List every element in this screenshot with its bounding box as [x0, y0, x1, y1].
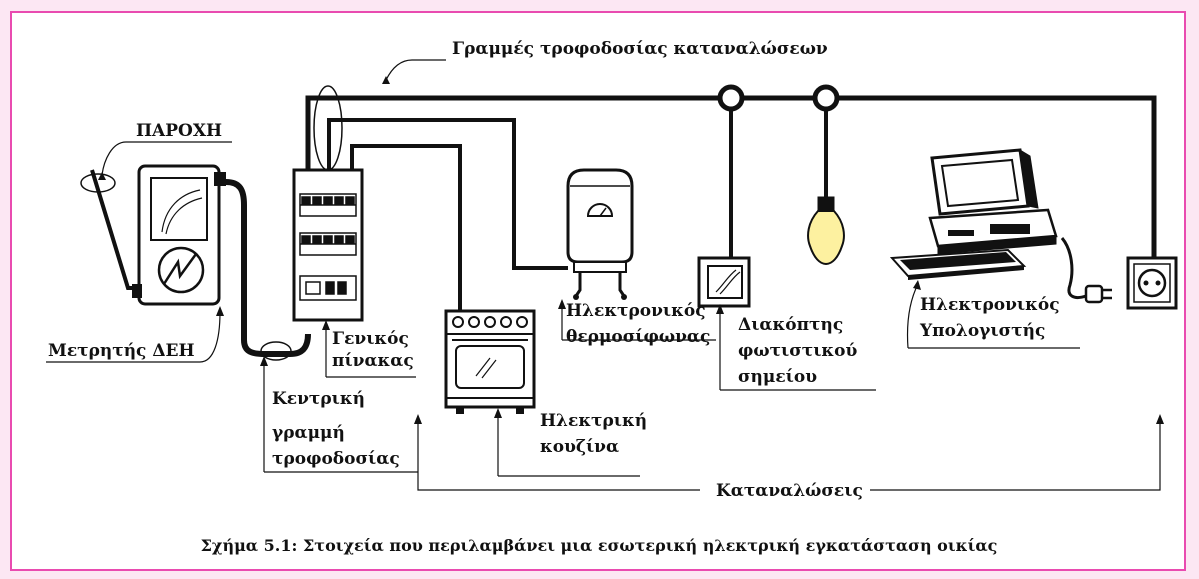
supply-line-stove	[350, 144, 462, 312]
supply-line-heater	[327, 118, 568, 270]
switch-label-1: Διακόπτης	[738, 315, 843, 335]
junction-ring	[812, 84, 840, 112]
central-line-label-3: τροφοδοσίας	[272, 449, 400, 469]
central-line-marker	[260, 341, 292, 361]
supply-cable-marker	[80, 173, 116, 193]
socket-icon	[1126, 256, 1178, 310]
consumptions-label: Καταναλώσεις	[716, 481, 863, 501]
computer-label-2: Υπολογιστής	[919, 321, 1045, 341]
heater-label-1: Ηλεκτρονικός	[566, 301, 706, 321]
figure-caption: Σχήμα 5.1: Στοιχεία που περιλαμβάνει μια…	[201, 536, 998, 555]
stove-label-2: κουζίνα	[540, 437, 619, 457]
main-panel-label-1: Γενικός	[332, 329, 409, 349]
central-line-label-2: γραμμή	[272, 423, 345, 443]
supply-lines-label: Γραμμές τροφοδοσίας καταναλώσεων	[452, 39, 828, 59]
central-line-cable	[225, 179, 311, 357]
main-panel-label-2: πίνακας	[332, 351, 414, 371]
stove-icon	[444, 309, 536, 414]
switch-label-2: φωτιστικού	[738, 341, 858, 361]
plug-icon	[1084, 284, 1112, 304]
panel-icon	[292, 168, 364, 322]
supply-cable-icon	[90, 169, 140, 290]
meter-label: Μετρητής ΔΕΗ	[48, 341, 195, 361]
computer-label-1: Ηλεκτρονικός	[920, 295, 1060, 315]
heater-label-2: θερμοσίφωνας	[566, 327, 710, 347]
junction-ring	[717, 84, 745, 112]
central-line-label-1: Κεντρική	[272, 389, 365, 409]
meter-icon	[132, 164, 226, 306]
computer-plug-cable	[1060, 237, 1087, 300]
stove-label-1: Ηλεκτρική	[540, 411, 647, 431]
callout-lines	[46, 59, 1161, 491]
switch-label-3: σημείου	[738, 367, 817, 387]
computer-icon	[889, 148, 1058, 280]
water-heater-icon	[566, 168, 634, 300]
callout-arrowheads	[98, 76, 1164, 424]
switch-icon	[697, 256, 751, 308]
light-bulb-icon	[807, 196, 845, 266]
supply-label: ΠΑΡΟΧΗ	[136, 121, 222, 141]
